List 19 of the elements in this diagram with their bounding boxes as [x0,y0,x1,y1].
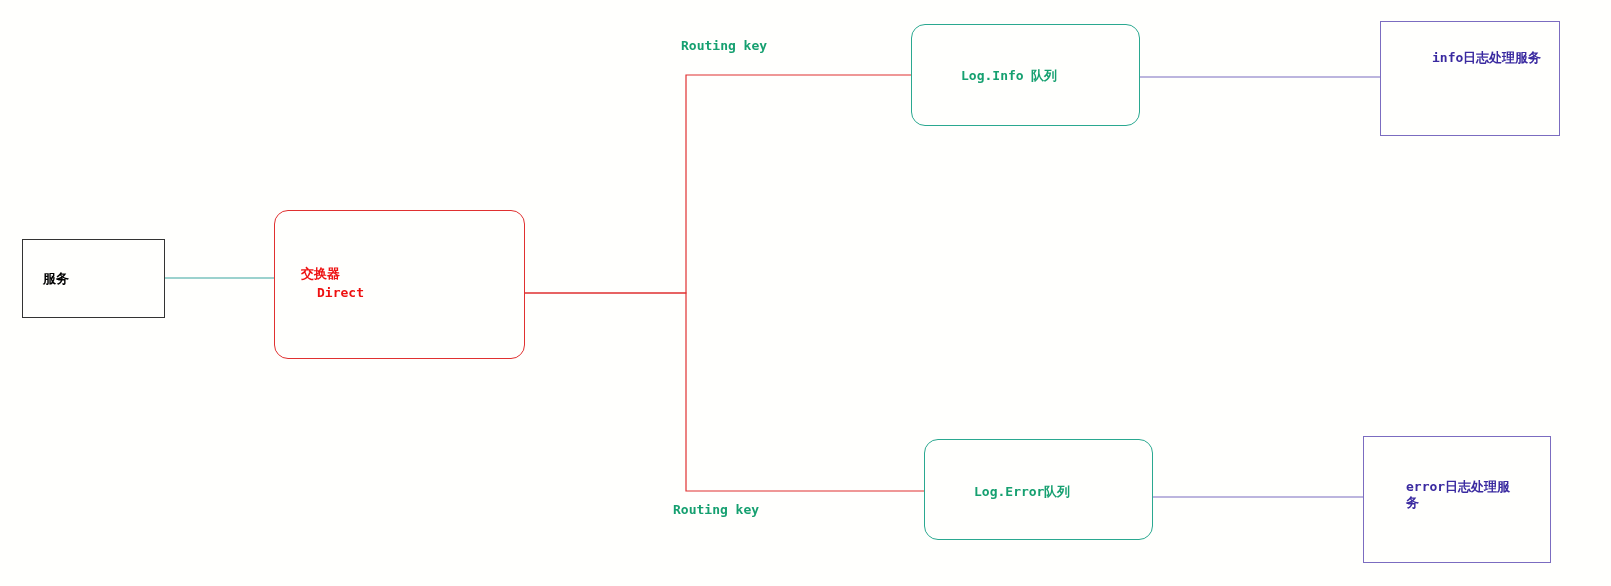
service-box [1363,436,1551,563]
routing-key-label: Routing key [681,38,768,54]
box-label: error日志处理服务 [1406,479,1512,511]
box-label: 交换器 [301,266,340,282]
exchange-type: Direct [317,285,364,301]
queue-box [924,439,1153,540]
service-box [22,239,165,318]
exchange-box [274,210,525,359]
connector-line [164,277,275,279]
box-label: 服务 [43,271,69,287]
connector-line [1152,496,1364,498]
routing-key-label: Routing key [673,502,760,518]
box-label: Log.Info 队列 [961,68,1058,84]
box-label: info日志处理服务 [1432,50,1543,66]
connector-line [524,292,925,492]
queue-box [911,24,1140,126]
connector-line [1139,76,1381,78]
box-label: Log.Error队列 [974,484,1071,500]
service-box [1380,21,1560,136]
